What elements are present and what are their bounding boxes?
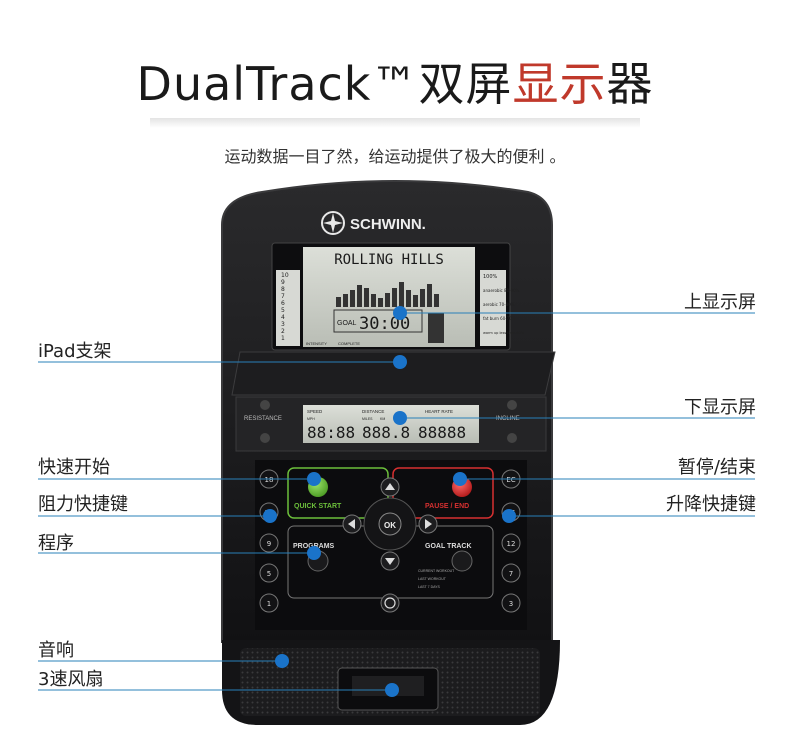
svg-text:warm up less than 60%: warm up less than 60% bbox=[483, 331, 525, 335]
ipad-holder bbox=[231, 351, 556, 396]
fan-button[interactable] bbox=[380, 593, 400, 613]
unit-mph: MPH bbox=[307, 417, 315, 421]
callout-resistance-keys: 阻力快捷键 bbox=[38, 494, 128, 515]
svg-text:1: 1 bbox=[281, 335, 285, 342]
svg-text:8: 8 bbox=[281, 286, 285, 293]
title-underline bbox=[150, 118, 640, 128]
svg-text:aerobic 70-80%: aerobic 70-80% bbox=[483, 302, 515, 307]
callout-quick-start: 快速开始 bbox=[38, 457, 110, 478]
incline-down-icon[interactable] bbox=[507, 433, 517, 443]
distance-label: DISTANCE bbox=[362, 409, 384, 414]
dot-incline-keys bbox=[502, 509, 516, 523]
incline-up-icon[interactable] bbox=[507, 400, 517, 410]
title-suffix: 器 bbox=[606, 57, 654, 111]
goal-track-item: LAST 7 DAYS bbox=[418, 585, 441, 589]
down-arrow-icon bbox=[385, 558, 395, 565]
speed-readout: 88:88 bbox=[307, 423, 355, 442]
resistance-key[interactable]: 18 bbox=[265, 476, 274, 484]
intensity-label: INTENSITY bbox=[306, 341, 327, 346]
unit-km: KM bbox=[380, 417, 385, 421]
goal-track-label: GOAL TRACK bbox=[425, 543, 472, 550]
dot-resistance-keys bbox=[263, 509, 277, 523]
speed-label: SPEED bbox=[307, 409, 323, 414]
dot-fan bbox=[385, 683, 399, 697]
resistance-down-icon[interactable] bbox=[260, 433, 270, 443]
person-icon bbox=[428, 313, 444, 343]
goal-track-item: LAST WORKOUT bbox=[418, 577, 447, 581]
goal-label: GOAL bbox=[337, 320, 357, 327]
svg-text:10: 10 bbox=[281, 272, 289, 279]
svg-text:9: 9 bbox=[281, 279, 285, 286]
pause-end-label: PAUSE / END bbox=[425, 503, 469, 510]
resistance-key[interactable]: 5 bbox=[267, 570, 271, 578]
title-accent: 显示 bbox=[512, 57, 607, 111]
dot-lower-display bbox=[393, 411, 407, 425]
svg-text:6: 6 bbox=[281, 300, 285, 307]
left-arrow-icon bbox=[348, 519, 355, 529]
dot-ipad-holder bbox=[393, 355, 407, 369]
title-prefix: DualTrack™双屏 bbox=[136, 57, 513, 111]
incline-key[interactable]: 3 bbox=[509, 600, 513, 608]
callout-programs: 程序 bbox=[38, 533, 74, 554]
schwinn-logo: SCHWINN. bbox=[321, 211, 426, 235]
callout-lines bbox=[38, 312, 755, 691]
left-level-scale: 10 9 8 7 6 5 4 3 2 1 bbox=[276, 270, 300, 346]
callout-ipad-holder: iPad支架 bbox=[38, 341, 112, 362]
svg-text:fat burn 60-70%: fat burn 60-70% bbox=[483, 316, 516, 321]
callout-dots bbox=[263, 306, 516, 697]
heart-rate-label: HEART RATE bbox=[425, 409, 453, 414]
lower-display bbox=[303, 405, 479, 443]
fan-icon bbox=[384, 597, 396, 609]
quick-start-label: QUICK START bbox=[294, 503, 342, 510]
svg-text:5: 5 bbox=[281, 307, 285, 314]
callout-lower-display: 下显示屏 bbox=[684, 397, 756, 418]
svg-text:2: 2 bbox=[281, 328, 285, 335]
incline-key[interactable]: 12 bbox=[507, 540, 516, 548]
profile-bar-graph bbox=[336, 282, 439, 307]
svg-text:100%: 100% bbox=[483, 274, 498, 280]
dot-programs bbox=[307, 546, 321, 560]
ok-button[interactable] bbox=[378, 512, 402, 536]
unit-miles: MILES bbox=[362, 417, 373, 421]
svg-text:3: 3 bbox=[281, 321, 285, 328]
svg-text:anaerobic 80-90%: anaerobic 80-90% bbox=[483, 288, 520, 293]
ok-label: OK bbox=[384, 521, 396, 530]
distance-readout: 888.8 bbox=[362, 423, 410, 442]
resistance-label: RESISTANCE bbox=[244, 416, 282, 422]
goal-track-item: CURRENT WORKOUT bbox=[418, 569, 455, 573]
dot-quick-start bbox=[307, 472, 321, 486]
callout-speaker: 音响 bbox=[38, 640, 74, 661]
resistance-key[interactable]: 1 bbox=[267, 600, 271, 608]
page-subtitle: 运动数据一目了然，给运动提供了极大的便利 。 bbox=[224, 147, 566, 166]
dot-upper-display bbox=[393, 306, 407, 320]
heart-rate-readout: 88888 bbox=[418, 423, 466, 442]
brand-text: SCHWINN. bbox=[350, 216, 426, 233]
svg-text:4: 4 bbox=[281, 314, 285, 321]
incline-key[interactable]: 7 bbox=[509, 570, 513, 578]
callout-incline-keys: 升降快捷键 bbox=[666, 494, 756, 515]
incline-label: INCLINE bbox=[496, 416, 520, 422]
incline-key[interactable]: EC bbox=[506, 476, 515, 484]
program-name-readout: ROLLING HILLS bbox=[334, 252, 444, 268]
resistance-up-icon[interactable] bbox=[260, 400, 270, 410]
callout-pause-end: 暂停/结束 bbox=[677, 457, 756, 478]
goal-box bbox=[333, 309, 423, 333]
resistance-key[interactable]: 9 bbox=[267, 540, 271, 548]
goal-track-button[interactable] bbox=[451, 550, 473, 572]
dot-pause-end bbox=[453, 472, 467, 486]
up-arrow-icon bbox=[385, 483, 395, 490]
heart-zone-panel: 100% anaerobic 80-90% aerobic 70-80% fat… bbox=[480, 270, 525, 346]
page-title: DualTrack™双屏显示器 bbox=[0, 48, 790, 114]
callout-fan: 3速风扇 bbox=[38, 669, 104, 690]
svg-text:7: 7 bbox=[281, 293, 285, 300]
complete-label: COMPLETE bbox=[338, 341, 360, 346]
callout-upper-display: 上显示屏 bbox=[684, 292, 756, 313]
right-arrow-icon bbox=[425, 519, 432, 529]
dot-speaker bbox=[275, 654, 289, 668]
